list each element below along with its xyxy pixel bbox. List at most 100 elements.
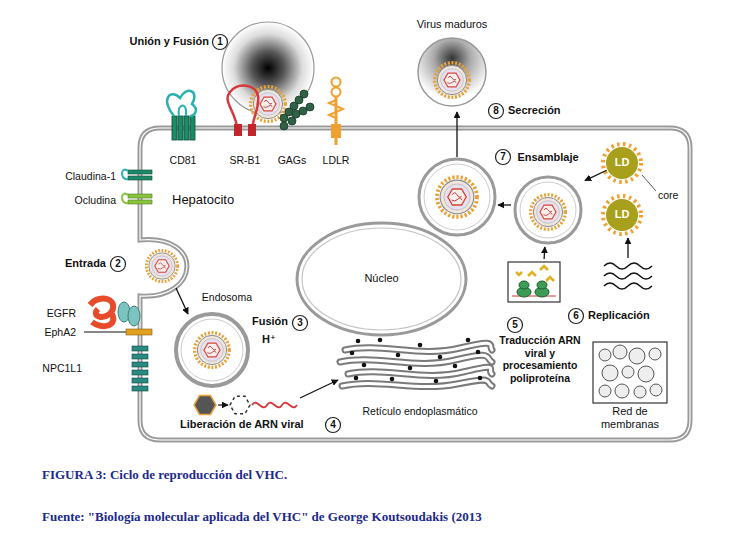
- cd81-receptor: [167, 91, 196, 116]
- membrane-web: [615, 384, 629, 398]
- membrane-web: [629, 348, 645, 364]
- ldlr-receptor: [332, 78, 341, 87]
- entry-virus: [146, 250, 188, 314]
- egfr-receptor: [128, 306, 140, 326]
- core-coat: [603, 144, 641, 182]
- cd81-receptor: [190, 116, 195, 140]
- er-membranes: [354, 376, 359, 381]
- er-membranes: [476, 350, 481, 355]
- membrane-web: [650, 384, 662, 396]
- endoplasmic-reticulum: Retículo endoplasmático: [345, 340, 495, 420]
- npc1l1-receptor: [132, 378, 148, 383]
- step-label: Traducción ARN viral y procesamiento pol…: [497, 334, 583, 384]
- receptor-label: CD81: [170, 154, 197, 167]
- translation-panel: [537, 281, 547, 289]
- npc1l1-receptor: [132, 346, 148, 391]
- receptor-label: NPC1L1: [42, 362, 82, 375]
- ldlr-receptor: [329, 100, 343, 118]
- npc1l1-receptor: [132, 354, 148, 359]
- endosome: Endosoma: [172, 289, 256, 389]
- endosome-vesicle: [195, 333, 230, 368]
- gag-chain: [306, 103, 314, 111]
- endosome-vesicle: [181, 319, 243, 381]
- ld-label: LD: [615, 156, 630, 169]
- cell-membrane: [140, 128, 690, 440]
- core-coat: [603, 144, 656, 234]
- membrane-web-box: Red de membranas: [588, 340, 672, 436]
- endosome-label: Endosoma: [202, 291, 252, 304]
- viral-rna: [604, 273, 652, 279]
- rna-release: [218, 404, 228, 405]
- callout-circle: [489, 104, 504, 119]
- er-membranes: [390, 377, 395, 382]
- rna-release: [230, 396, 250, 413]
- callout-circle: [508, 318, 523, 333]
- secretory-vesicle: [437, 177, 477, 217]
- receptor-label: EGFR: [47, 307, 76, 320]
- assembly-vesicle-shape: [531, 195, 566, 230]
- ldlr-receptor: [329, 78, 343, 146]
- mature-virus: Virus maduros: [400, 16, 504, 110]
- er-label: Retículo endoplasmático: [363, 405, 478, 418]
- cell-membrane: [140, 128, 690, 440]
- membrane-web: [622, 366, 634, 378]
- er-membranes: [434, 379, 439, 384]
- viral-rna: [604, 263, 652, 269]
- rna-release: [194, 380, 338, 415]
- er-membranes: [348, 367, 492, 375]
- step-label: Liberación de ARN viral: [180, 418, 304, 431]
- cd81-receptor: [184, 116, 189, 140]
- er-membranes: [356, 339, 361, 344]
- receptor-label: SR-B1: [230, 154, 261, 167]
- gag-chain: [280, 122, 288, 130]
- er-membranes: [453, 364, 458, 369]
- step-label: Replicación: [588, 309, 650, 322]
- er-membranes: [348, 367, 492, 375]
- entry-virus: [176, 288, 188, 314]
- er-membranes: [350, 351, 355, 356]
- step-label: Unión y Fusión: [130, 35, 209, 48]
- nucleus-outline: [302, 228, 461, 330]
- step-label: Secreción: [508, 104, 561, 117]
- lipid-droplet: LD: [606, 147, 638, 179]
- step-label: Ensamblaje: [517, 151, 578, 164]
- er-membranes: [350, 338, 483, 384]
- step-label: Fusión: [252, 315, 288, 328]
- nucleus-label: Núcleo: [364, 272, 398, 285]
- npc1l1-receptor: [132, 370, 148, 375]
- lipid-droplet: LD: [606, 199, 638, 231]
- cell-region: HepatocitoNúcleoEndosomaRetículo endopla…: [140, 128, 690, 440]
- er-membranes: [362, 363, 367, 368]
- receptor-label: Claudina-1: [65, 170, 116, 183]
- receptor-label: LDLR: [323, 154, 350, 167]
- membrane-web: [602, 365, 618, 381]
- er-membranes: [345, 343, 492, 351]
- endosome-vesicle: [176, 314, 248, 386]
- egfr-receptor: [90, 298, 140, 326]
- srb1-receptor: [248, 124, 256, 136]
- receptor-label: Ocludina: [75, 194, 116, 207]
- translation-panel: [508, 262, 560, 302]
- assembly-vesicle-shape: [520, 182, 576, 238]
- callout-number: 2: [115, 258, 121, 270]
- cell-membrane: [140, 128, 690, 440]
- epha2-receptor: [84, 329, 152, 335]
- gag-chain: [280, 90, 314, 130]
- occludin-protein: [128, 194, 152, 198]
- assembly-vesicle-shape: [498, 177, 581, 243]
- nucleus-outline: [297, 223, 466, 335]
- callout-circle: [111, 257, 126, 272]
- flow-arrow: [543, 247, 545, 259]
- er-membranes: [418, 343, 423, 348]
- epha2-receptor: [84, 332, 126, 333]
- receptor-label: GAGs: [278, 154, 307, 167]
- npc1l1-receptor: [132, 362, 148, 367]
- membrane-web: [599, 349, 611, 361]
- membrane-web: [649, 348, 661, 360]
- npc1l1-receptor: [132, 386, 148, 391]
- er-membranes: [396, 353, 401, 358]
- npc1l1-receptor: [132, 346, 148, 351]
- membrane-web: [634, 386, 646, 398]
- membrane-web: [593, 342, 667, 403]
- membrane-web-label: Red de membranas: [591, 405, 669, 431]
